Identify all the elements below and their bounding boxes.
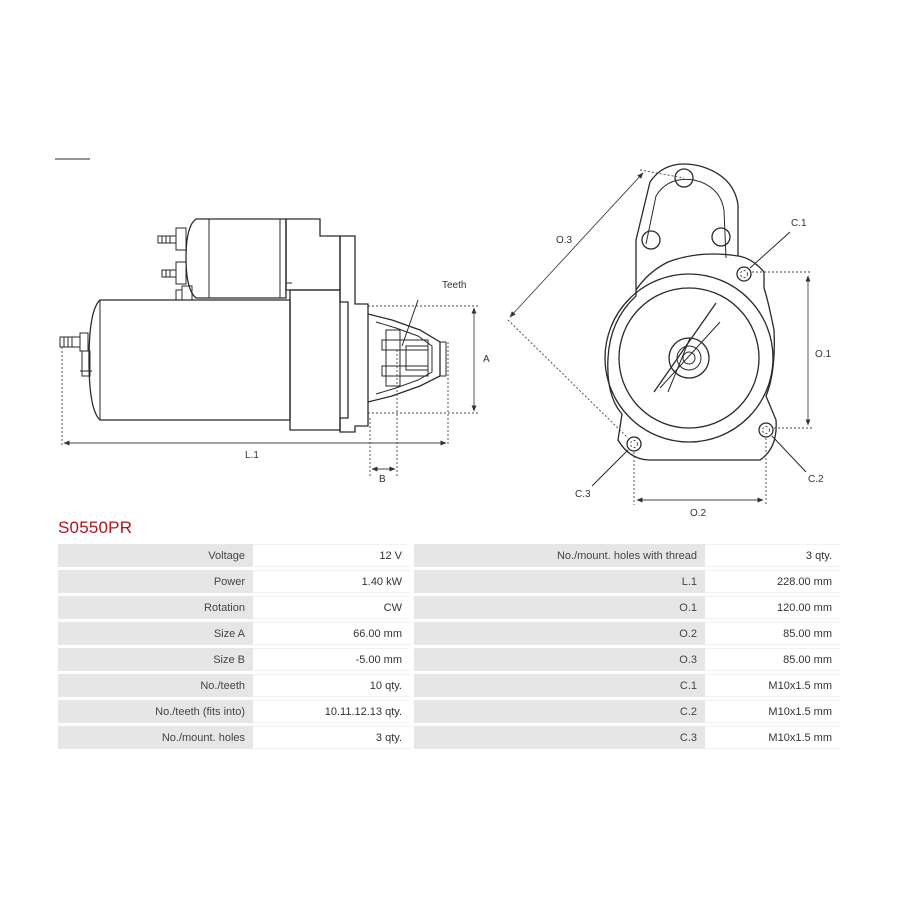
side-view: Teeth A B L.1 <box>55 158 490 485</box>
c3-label: C.3 <box>575 489 591 500</box>
spec-label: No./teeth (fits into) <box>58 700 253 723</box>
spec-gap <box>410 648 414 671</box>
spec-value: 10 qty. <box>253 674 410 697</box>
hole-c3 <box>626 436 642 452</box>
spec-value: 85.00 mm <box>705 648 840 671</box>
o3-label: O.3 <box>556 235 573 246</box>
spec-value: M10x1.5 mm <box>705 674 840 697</box>
spec-gap <box>410 570 414 593</box>
spec-value: 10.11.12.13 qty. <box>253 700 410 723</box>
spec-value: CW <box>253 596 410 619</box>
spec-label: Rotation <box>58 596 253 619</box>
hole-c2 <box>758 422 774 438</box>
spec-value: 66.00 mm <box>253 622 410 645</box>
spec-gap <box>410 544 414 567</box>
spec-label: C.2 <box>414 700 705 723</box>
terminal-bolt <box>59 332 92 377</box>
hole-c1 <box>736 266 752 282</box>
spec-value: 120.00 mm <box>705 596 840 619</box>
spec-label: O.3 <box>414 648 705 671</box>
c2-label: C.2 <box>808 474 824 485</box>
spec-label: Voltage <box>58 544 253 567</box>
spec-label: O.2 <box>414 622 705 645</box>
spec-label: Size A <box>58 622 253 645</box>
size-b-label: B <box>379 474 386 485</box>
length-l1-label: L.1 <box>245 450 259 461</box>
o2-label: O.2 <box>690 508 707 519</box>
spec-gap <box>410 674 414 697</box>
spec-value: 12 V <box>253 544 410 567</box>
front-view: C.1 C.2 C.3 O.1 O.2 O.3 <box>507 163 832 519</box>
spec-value: M10x1.5 mm <box>705 726 840 749</box>
motor-body <box>88 299 291 421</box>
spec-gap <box>410 596 414 619</box>
spec-label: No./teeth <box>58 674 253 697</box>
spec-label: C.3 <box>414 726 705 749</box>
solenoid <box>175 218 341 301</box>
o1-label: O.1 <box>815 349 832 360</box>
pinion <box>367 313 447 403</box>
spec-value: -5.00 mm <box>253 648 410 671</box>
spec-value: 228.00 mm <box>705 570 840 593</box>
drive-housing <box>339 235 369 433</box>
spec-gap <box>410 726 414 749</box>
part-code: S0550PR <box>58 518 133 537</box>
spec-label: Power <box>58 570 253 593</box>
spec-value: 3 qty. <box>253 726 410 749</box>
teeth-label: Teeth <box>442 280 466 291</box>
starter-motor-drawing: Teeth A B L.1 <box>55 158 832 519</box>
spec-value: 3 qty. <box>705 544 840 567</box>
spec-row: No./teeth (fits into)10.11.12.13 qty.C.2… <box>58 700 840 723</box>
spec-value: 1.40 kW <box>253 570 410 593</box>
size-a-label: A <box>483 354 490 365</box>
c1-label: C.1 <box>791 218 807 229</box>
spec-label: C.1 <box>414 674 705 697</box>
spec-value: M10x1.5 mm <box>705 700 840 723</box>
spec-gap <box>410 622 414 645</box>
solenoid-terminals <box>157 227 187 285</box>
spec-label: O.1 <box>414 596 705 619</box>
spec-label: No./mount. holes <box>58 726 253 749</box>
spec-label: L.1 <box>414 570 705 593</box>
spec-gap <box>410 700 414 723</box>
spec-value: 85.00 mm <box>705 622 840 645</box>
spec-label: Size B <box>58 648 253 671</box>
spec-label: No./mount. holes with thread <box>414 544 705 567</box>
